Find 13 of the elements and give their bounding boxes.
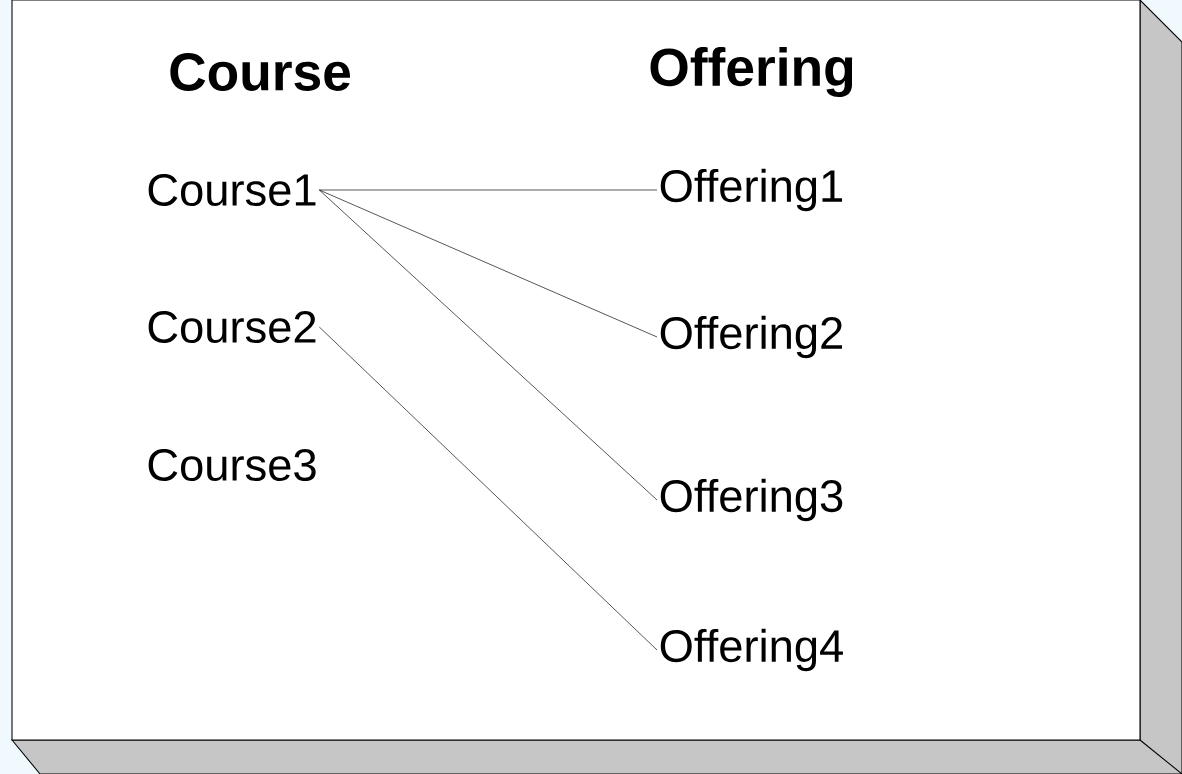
connector-line (318, 189, 658, 338)
item-text: Course3 (148, 448, 316, 482)
item-text: Offering1 (660, 168, 843, 212)
column-heading: Offering (650, 47, 853, 97)
connector-line (318, 189, 658, 191)
item-text: Course1 (148, 173, 316, 207)
item-text: Offering4 (660, 628, 843, 672)
connector-line (318, 326, 658, 651)
item-text: Offering3 (660, 478, 843, 522)
item-text: Course2 (148, 310, 316, 344)
item-text: Offering2 (660, 315, 842, 359)
column-heading: Course (170, 53, 351, 91)
connector-line (318, 189, 658, 501)
